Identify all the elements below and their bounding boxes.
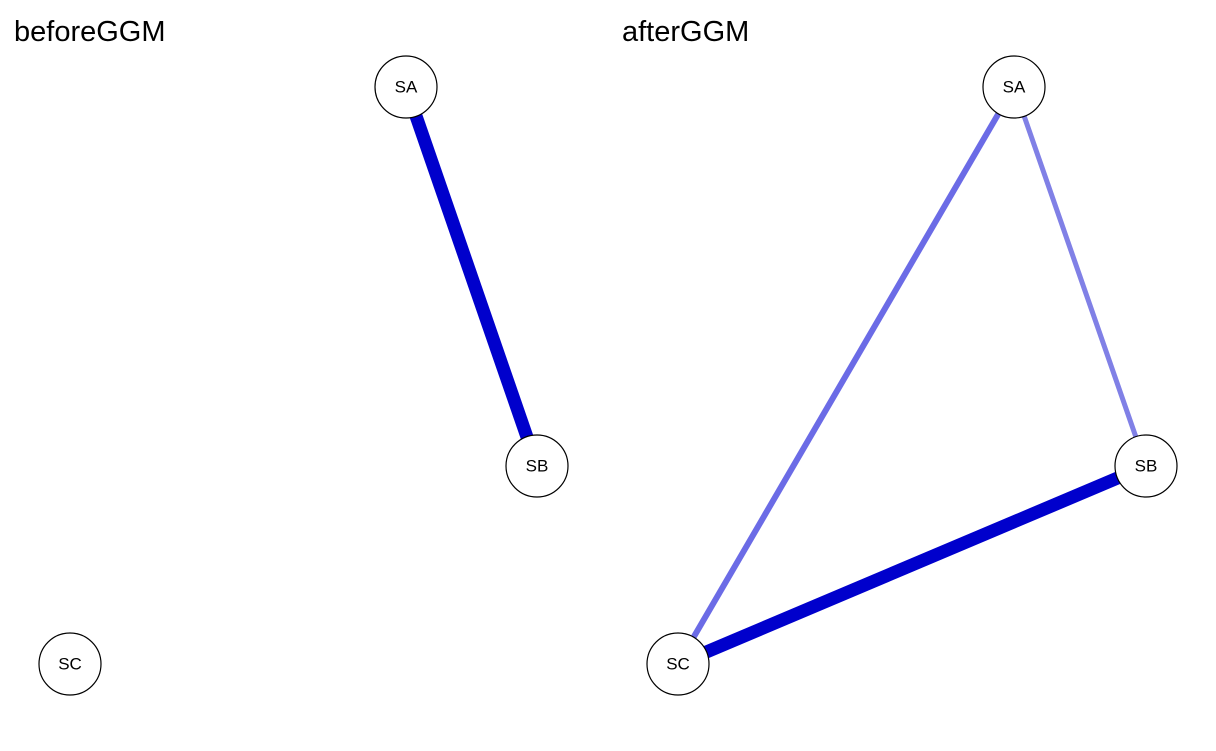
- after-ggm-panel: afterGGM SA SB SC: [622, 16, 1178, 696]
- node-circle: [1114, 434, 1178, 498]
- edge-layer: [675, 85, 1149, 670]
- node-circle: [982, 55, 1046, 119]
- before-ggm-panel: beforeGGM SA SB SC: [14, 16, 569, 696]
- node-label: SC: [666, 655, 690, 674]
- edge-sb-sc: [675, 460, 1149, 670]
- node-label: SA: [395, 78, 418, 97]
- node-sc: SC: [38, 632, 102, 696]
- node-circle: [646, 632, 710, 696]
- panel-title: afterGGM: [622, 16, 749, 48]
- node-sa: SA: [374, 55, 438, 119]
- node-layer: SA SB SC: [38, 55, 569, 696]
- node-circle: [38, 632, 102, 696]
- node-circle: [374, 55, 438, 119]
- node-label: SC: [58, 655, 82, 674]
- node-sc: SC: [646, 632, 710, 696]
- node-sb: SB: [1114, 434, 1178, 498]
- edge-sa-sb: [1011, 86, 1149, 467]
- edge-sa-sc: [675, 85, 1017, 666]
- node-label: SA: [1003, 78, 1026, 97]
- node-circle: [505, 434, 569, 498]
- node-sb: SB: [505, 434, 569, 498]
- edge-layer: [399, 84, 544, 469]
- node-label: SB: [526, 457, 549, 476]
- node-label: SB: [1135, 457, 1158, 476]
- node-layer: SA SB SC: [646, 55, 1178, 696]
- edge-sa-sb: [399, 84, 544, 469]
- panel-title: beforeGGM: [14, 16, 166, 48]
- node-sa: SA: [982, 55, 1046, 119]
